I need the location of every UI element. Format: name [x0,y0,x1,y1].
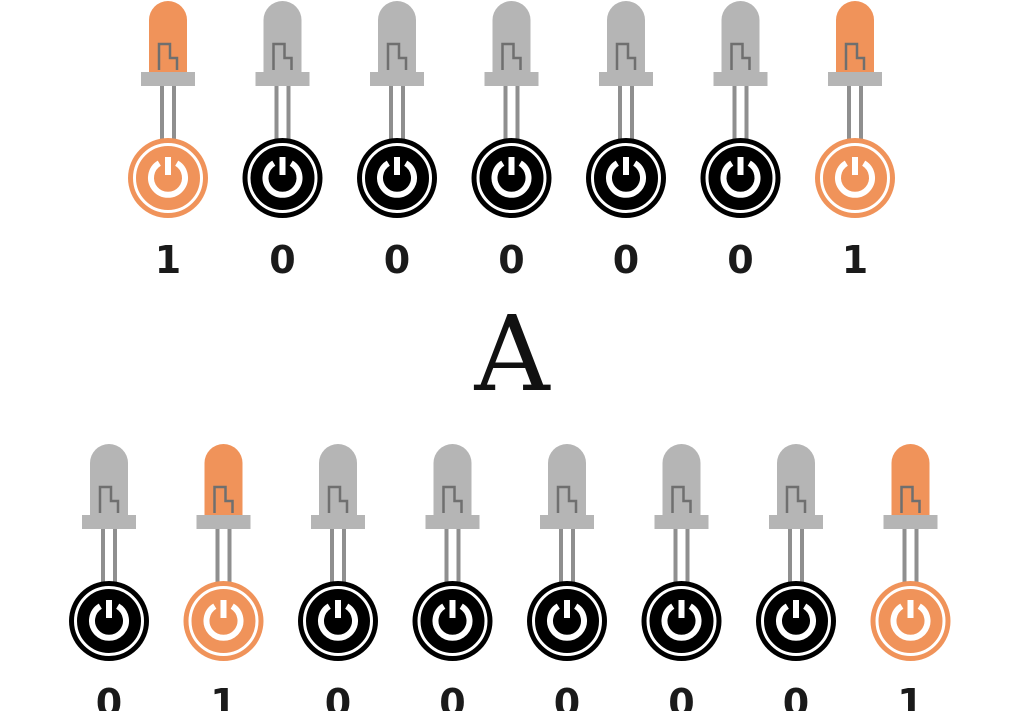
bottom-unit-3: 0 [412,444,493,711]
top-bit-row: 1 0 0 0 0 0 1 [128,1,895,282]
bit-label: 0 [325,681,351,711]
bottom-unit-0: 0 [69,444,149,711]
bit-label: 0 [613,238,639,282]
power-button-icon [242,138,323,218]
bit-label: 0 [439,681,465,711]
power-button-icon [183,581,264,661]
power-button-icon [69,581,149,661]
bottom-unit-2: 0 [298,444,378,711]
bit-label: 0 [498,238,524,282]
bottom-unit-4: 0 [527,444,607,711]
bottom-unit-7: 1 [870,444,951,711]
bit-label: 1 [842,238,868,282]
power-button-icon [815,138,895,218]
bit-label: 0 [783,681,809,711]
bit-label: 0 [668,681,694,711]
bottom-unit-5: 0 [641,444,722,711]
top-unit-2: 0 [357,1,437,282]
power-button-icon [357,138,437,218]
power-button-icon [471,138,552,218]
top-unit-6: 1 [815,1,895,282]
power-button-icon [298,581,378,661]
bit-label: 0 [269,238,295,282]
bit-label: 1 [897,681,923,711]
top-unit-0: 1 [128,1,208,282]
bit-label: 0 [384,238,410,282]
power-button-icon [412,581,493,661]
power-button-icon [527,581,607,661]
power-button-icon [700,138,781,218]
decoded-letter: A [473,293,551,415]
power-button-icon [870,581,951,661]
power-button-icon [586,138,666,218]
bit-label: 0 [96,681,122,711]
power-button-icon [128,138,208,218]
power-button-icon [756,581,836,661]
bottom-bit-row: 0 1 0 0 0 0 0 1 [69,444,951,711]
bit-label: 0 [554,681,580,711]
bit-label: 0 [727,238,753,282]
bit-label: 1 [210,681,236,711]
top-unit-4: 0 [586,1,666,282]
top-unit-3: 0 [471,1,552,282]
power-button-icon [641,581,722,661]
top-unit-1: 0 [242,1,323,282]
bottom-unit-6: 0 [756,444,836,711]
top-unit-5: 0 [700,1,781,282]
bit-label: 1 [155,238,181,282]
bottom-unit-1: 1 [183,444,264,711]
